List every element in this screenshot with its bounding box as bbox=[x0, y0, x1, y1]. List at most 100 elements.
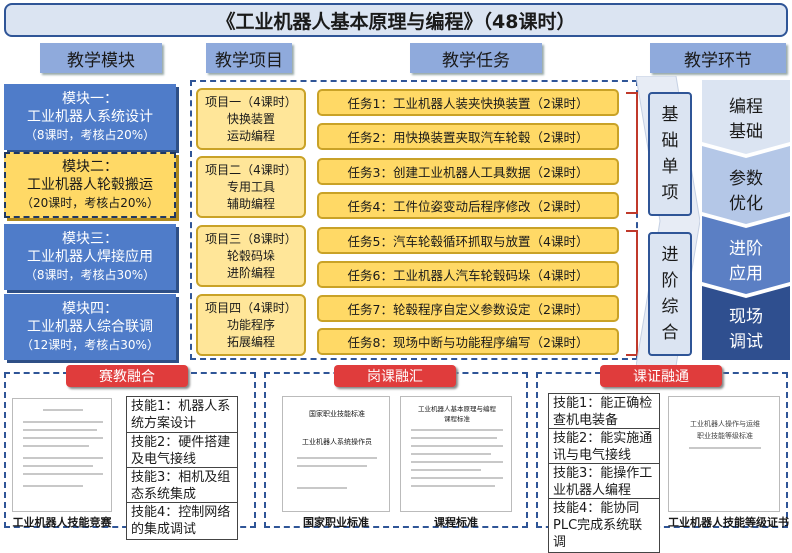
stage-4: 现场 调试 bbox=[702, 298, 790, 362]
project-line: 运动编程 bbox=[226, 128, 275, 143]
certificate-skill-4: 技能4：能协同PLC完成系统联调 bbox=[548, 498, 660, 553]
module-hours: （12课时，考核占30%） bbox=[21, 338, 159, 352]
task-5[interactable]: 任务5：汽车轮毂循环抓取与放置（4课时） bbox=[317, 227, 619, 254]
header-stages: 教学环节 bbox=[650, 43, 786, 73]
module-hours: （8课时，考核占30%） bbox=[24, 268, 156, 282]
module-hours: （8课时，考核占20%） bbox=[24, 128, 156, 142]
task-3[interactable]: 任务3：创建工业机器人工具数据（2课时） bbox=[317, 158, 619, 185]
competition-skill-1: 技能1：机器人系统方案设计 bbox=[126, 396, 238, 434]
project-line: 专用工具 bbox=[226, 179, 275, 194]
task-8[interactable]: 任务8：现场中断与功能程序编写（2课时） bbox=[317, 328, 619, 355]
certificate-document-image: 工业机器人操作与运维 职业技能等级标准 bbox=[668, 396, 780, 512]
stage-char: 项 bbox=[661, 183, 679, 203]
stage-line: 编程 bbox=[729, 97, 763, 117]
project-4[interactable]: 项目四（4课时） 功能程序 拓展编程 bbox=[196, 294, 306, 356]
stage-char: 综 bbox=[661, 297, 679, 317]
module-2[interactable]: 模块二： 工业机器人轮毂搬运 （20课时，考核占20%） bbox=[4, 152, 176, 218]
header-modules: 教学模块 bbox=[40, 43, 162, 73]
header-tasks: 教学任务 bbox=[410, 43, 542, 73]
doc-subtitle: 课程标准 bbox=[444, 415, 470, 423]
page-title: 《工业机器人基本原理与编程》（48课时） bbox=[4, 3, 788, 37]
stage-char: 合 bbox=[661, 323, 679, 343]
project-line: 功能程序 bbox=[226, 317, 275, 332]
project-name: 项目三（8课时） bbox=[205, 231, 297, 246]
project-line: 辅助编程 bbox=[226, 196, 275, 211]
module-name: 模块二： bbox=[62, 159, 118, 175]
module-name: 模块三： bbox=[62, 231, 118, 247]
stage-line: 调试 bbox=[729, 332, 763, 352]
project-1[interactable]: 项目一（4课时） 快换装置 运动编程 bbox=[196, 88, 306, 150]
project-3[interactable]: 项目三（8课时） 轮毂码垛 进阶编程 bbox=[196, 225, 306, 287]
task-4[interactable]: 任务4：工件位姿变动后程序修改（2课时） bbox=[317, 192, 619, 219]
task-1[interactable]: 任务1：工业机器人装夹快换装置（2课时） bbox=[317, 89, 619, 116]
project-line: 轮毂码垛 bbox=[226, 248, 275, 263]
competition-document-image bbox=[12, 398, 112, 512]
project-name: 项目一（4课时） bbox=[205, 94, 297, 109]
stage-char: 进 bbox=[661, 245, 679, 265]
module-title: 工业机器人综合联调 bbox=[27, 319, 153, 335]
stage-line: 现场 bbox=[729, 307, 763, 327]
doc-title: 工业机器人基本原理与编程 bbox=[418, 405, 496, 413]
stage-2: 参数 优化 bbox=[702, 160, 790, 224]
module-title: 工业机器人焊接应用 bbox=[27, 249, 153, 265]
caption-national-standard: 国家职业标准 bbox=[303, 516, 369, 529]
project-line: 快换装置 bbox=[226, 111, 275, 126]
competition-skill-2: 技能2：硬件搭建及电气接线 bbox=[126, 432, 238, 470]
header-projects: 教学项目 bbox=[206, 43, 292, 73]
stage-3: 进阶 应用 bbox=[702, 230, 790, 294]
national-standard-document-image: 国家职业技能标准 工业机器人系统操作员 bbox=[282, 396, 390, 512]
certificate-skill-1: 技能1：能正确检查机电装备 bbox=[548, 393, 660, 431]
course-standard-document-image: 工业机器人基本原理与编程 课程标准 bbox=[400, 396, 512, 512]
project-2[interactable]: 项目二（4课时） 专用工具 辅助编程 bbox=[196, 156, 306, 218]
stage-char: 单 bbox=[661, 157, 679, 177]
project-name: 项目二（4课时） bbox=[205, 162, 297, 177]
bracket-advanced bbox=[626, 230, 638, 356]
module-name: 模块四： bbox=[62, 301, 118, 317]
label-post-course: 岗课融汇 bbox=[334, 365, 456, 387]
certificate-skill-2: 技能2：能实施通讯与电气接线 bbox=[548, 428, 660, 466]
stage-group-advanced: 进 阶 综 合 bbox=[648, 232, 692, 356]
project-name: 项目四（4课时） bbox=[205, 300, 297, 315]
doc-subtitle: 工业机器人系统操作员 bbox=[302, 438, 372, 446]
module-title: 工业机器人系统设计 bbox=[27, 109, 153, 125]
stage-shape-2 bbox=[702, 146, 790, 224]
module-hours: （20课时，考核占20%） bbox=[21, 196, 159, 210]
stage-shape-1 bbox=[702, 80, 790, 154]
caption-certificate: 工业机器人技能等级证书 bbox=[668, 516, 789, 529]
stage-char: 础 bbox=[661, 131, 679, 151]
project-line: 拓展编程 bbox=[226, 334, 275, 349]
stage-line: 参数 bbox=[729, 169, 763, 189]
certificate-skill-3: 技能3：能操作工业机器人编程 bbox=[548, 463, 660, 501]
module-4[interactable]: 模块四： 工业机器人综合联调 （12课时，考核占30%） bbox=[4, 294, 176, 360]
stage-group-basic: 基 础 单 项 bbox=[648, 92, 692, 216]
caption-competition: 工业机器人技能竞赛 bbox=[12, 516, 112, 529]
doc-title: 国家职业技能标准 bbox=[309, 410, 365, 418]
competition-skill-3: 技能3：相机及组态系统集成 bbox=[126, 467, 238, 505]
stage-line: 应用 bbox=[729, 264, 763, 284]
stage-char: 阶 bbox=[661, 271, 679, 291]
module-name: 模块一： bbox=[62, 91, 118, 107]
task-7[interactable]: 任务7：轮毂程序自定义参数设定（2课时） bbox=[317, 295, 619, 322]
stage-line: 进阶 bbox=[729, 239, 763, 259]
label-competition: 赛教融合 bbox=[66, 365, 188, 387]
module-1[interactable]: 模块一： 工业机器人系统设计 （8课时，考核占20%） bbox=[4, 84, 176, 150]
projects-frame bbox=[190, 80, 638, 360]
doc-subtitle: 职业技能等级标准 bbox=[697, 432, 753, 440]
stage-line: 优化 bbox=[729, 194, 763, 214]
task-6[interactable]: 任务6：工业机器人汽车轮毂码垛（4课时） bbox=[317, 261, 619, 288]
module-title: 工业机器人轮毂搬运 bbox=[27, 177, 153, 193]
stage-shape-4 bbox=[702, 286, 790, 360]
competition-skill-4: 技能4：控制网络的集成调试 bbox=[126, 502, 238, 540]
task-2[interactable]: 任务2：用快换装置夹取汽车轮毂（2课时） bbox=[317, 123, 619, 150]
stage-char: 基 bbox=[661, 105, 679, 125]
bracket-basic bbox=[626, 92, 638, 214]
doc-title: 工业机器人操作与运维 bbox=[690, 420, 760, 428]
module-3[interactable]: 模块三： 工业机器人焊接应用 （8课时，考核占30%） bbox=[4, 224, 176, 290]
stage-shape-3 bbox=[702, 216, 790, 294]
caption-course-standard: 课程标准 bbox=[434, 516, 478, 529]
stage-chevrons bbox=[702, 80, 790, 360]
label-certificate: 课证融通 bbox=[600, 365, 722, 387]
stage-1: 编程 基础 bbox=[702, 88, 790, 152]
stage-line: 基础 bbox=[729, 122, 763, 142]
project-line: 进阶编程 bbox=[226, 265, 275, 280]
